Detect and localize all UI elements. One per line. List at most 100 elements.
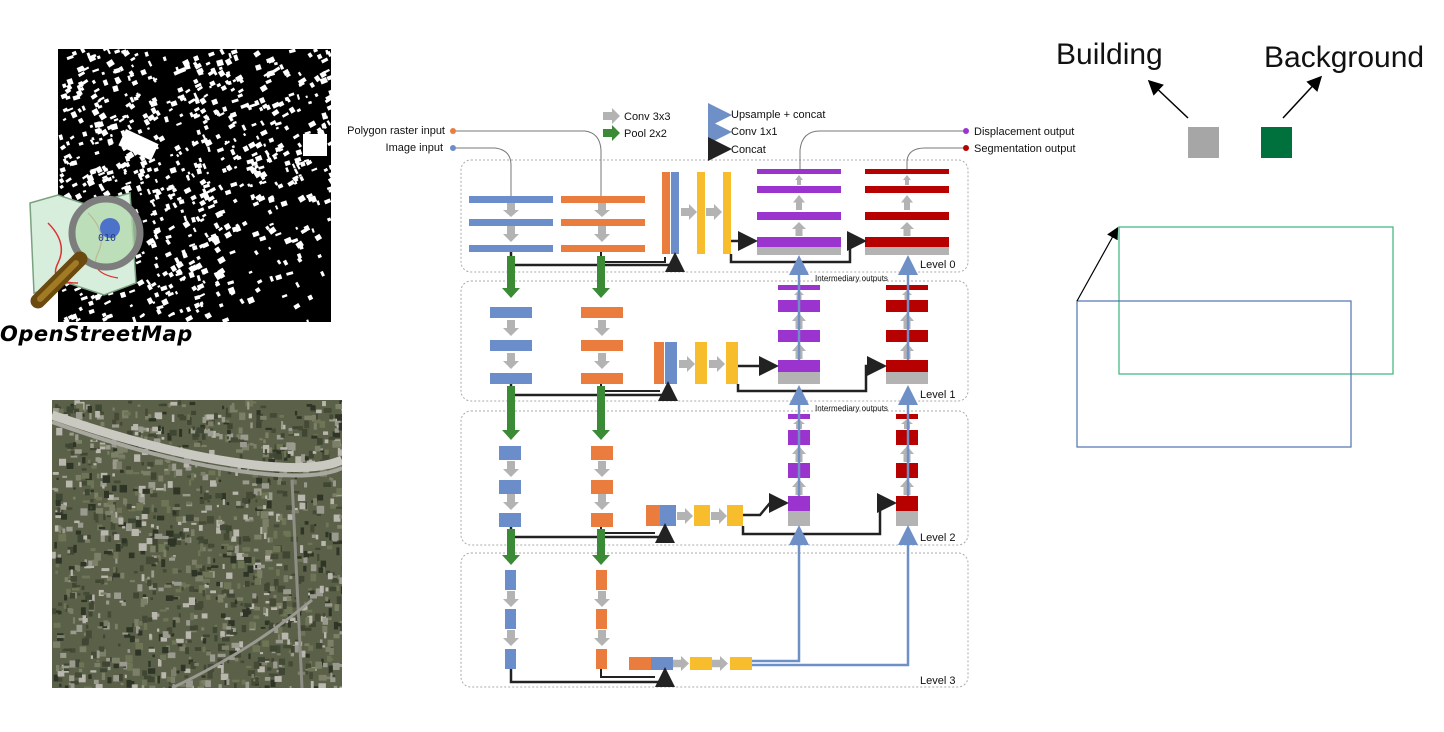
aerial-patch [225, 525, 232, 534]
aerial-patch [74, 672, 83, 678]
aerial-patch [63, 603, 67, 609]
aerial-patch [294, 597, 298, 600]
aerial-patch [260, 415, 267, 420]
aerial-patch [106, 657, 111, 662]
image-encoder-block [499, 446, 521, 460]
building-footprint [309, 81, 316, 89]
building-footprint [292, 176, 299, 183]
aerial-patch [245, 503, 249, 508]
aerial-patch [165, 595, 174, 601]
building-footprint [187, 233, 193, 238]
aerial-patch [219, 434, 223, 440]
aerial-patch [197, 571, 202, 575]
aerial-patch [335, 403, 342, 410]
building-footprint [107, 291, 114, 296]
building-footprint [298, 174, 302, 177]
aerial-patch [164, 584, 172, 588]
building-footprint [224, 231, 233, 239]
building-footprint [204, 139, 213, 147]
aerial-patch [65, 443, 73, 448]
aerial-patch [74, 449, 82, 454]
conv3-arrow [901, 195, 913, 210]
aerial-patch [218, 469, 221, 477]
aerial-patch [258, 640, 261, 646]
building-footprint [179, 308, 184, 314]
aerial-patch [317, 553, 320, 561]
highway-road [52, 410, 342, 473]
aerial-patch [333, 634, 340, 639]
skip-arrow [600, 527, 655, 534]
aerial-patch [194, 647, 201, 651]
aerial-patch [191, 410, 197, 416]
aerial-patch [328, 617, 332, 621]
aerial-patch [148, 532, 153, 537]
aerial-patch [294, 639, 302, 643]
building-footprint [199, 217, 205, 223]
aerial-patch [256, 410, 261, 415]
building-footprint [275, 232, 282, 237]
building-footprint [180, 209, 185, 214]
aerial-patch [281, 421, 284, 429]
aerial-patch [331, 576, 337, 580]
aerial-patch [126, 679, 132, 688]
building-footprint [297, 71, 302, 77]
aerial-patch [278, 663, 283, 667]
aerial-patch [186, 501, 192, 505]
aerial-patch [162, 647, 169, 654]
aerial-patch [168, 628, 173, 635]
aerial-patch [257, 510, 260, 516]
aerial-patch [254, 534, 262, 540]
aerial-patch [299, 502, 306, 510]
segmentation-output-dot [963, 145, 969, 151]
aerial-patch [324, 676, 332, 680]
aerial-patch [83, 537, 91, 543]
building-footprint [198, 243, 205, 249]
building-footprint [251, 151, 258, 157]
aerial-patch [309, 615, 313, 624]
aerial-patch [53, 674, 59, 682]
aerial-patch [246, 607, 250, 616]
aerial-patch [217, 414, 222, 418]
building-footprint [99, 185, 105, 192]
aerial-patch [141, 679, 147, 686]
building-footprint [147, 75, 153, 80]
aerial-patch [202, 539, 208, 545]
building-footprint [61, 83, 67, 89]
aerial-patch [171, 669, 177, 677]
aerial-patch [157, 544, 166, 553]
aerial-patch [184, 668, 191, 673]
building-footprint [66, 54, 74, 61]
building-footprint [297, 142, 303, 148]
aerial-patch [322, 662, 328, 668]
building-footprint [224, 57, 233, 66]
conv3-legend-label: Conv 3x3 [624, 111, 670, 123]
aerial-patch [203, 429, 211, 434]
aerial-patch [132, 668, 140, 676]
aerial-patch [80, 607, 86, 615]
polygon-encoder-block [561, 245, 645, 252]
aerial-patch [148, 584, 156, 590]
aerial-patch [322, 617, 329, 625]
aerial-patch [189, 401, 196, 406]
aerial-patch [236, 505, 244, 509]
building-footprint [74, 286, 82, 292]
aerial-patch [265, 550, 273, 558]
building-footprint [94, 294, 101, 301]
aerial-patch [120, 682, 124, 686]
building-footprint [134, 52, 139, 57]
aerial-patch [275, 639, 283, 644]
aerial-patch [72, 583, 77, 589]
aerial-patch [228, 623, 232, 627]
aerial-patch [245, 681, 250, 688]
aerial-patch [60, 652, 67, 658]
aerial-patch [286, 595, 292, 601]
building-footprint [130, 56, 136, 62]
aerial-patch [253, 444, 257, 449]
aerial-patch [240, 434, 249, 441]
building-footprint [174, 256, 180, 264]
aerial-patch [97, 626, 103, 629]
aerial-patch [128, 518, 136, 523]
building-footprint [202, 119, 208, 125]
building-footprint [96, 55, 101, 60]
aerial-patch [308, 621, 316, 628]
